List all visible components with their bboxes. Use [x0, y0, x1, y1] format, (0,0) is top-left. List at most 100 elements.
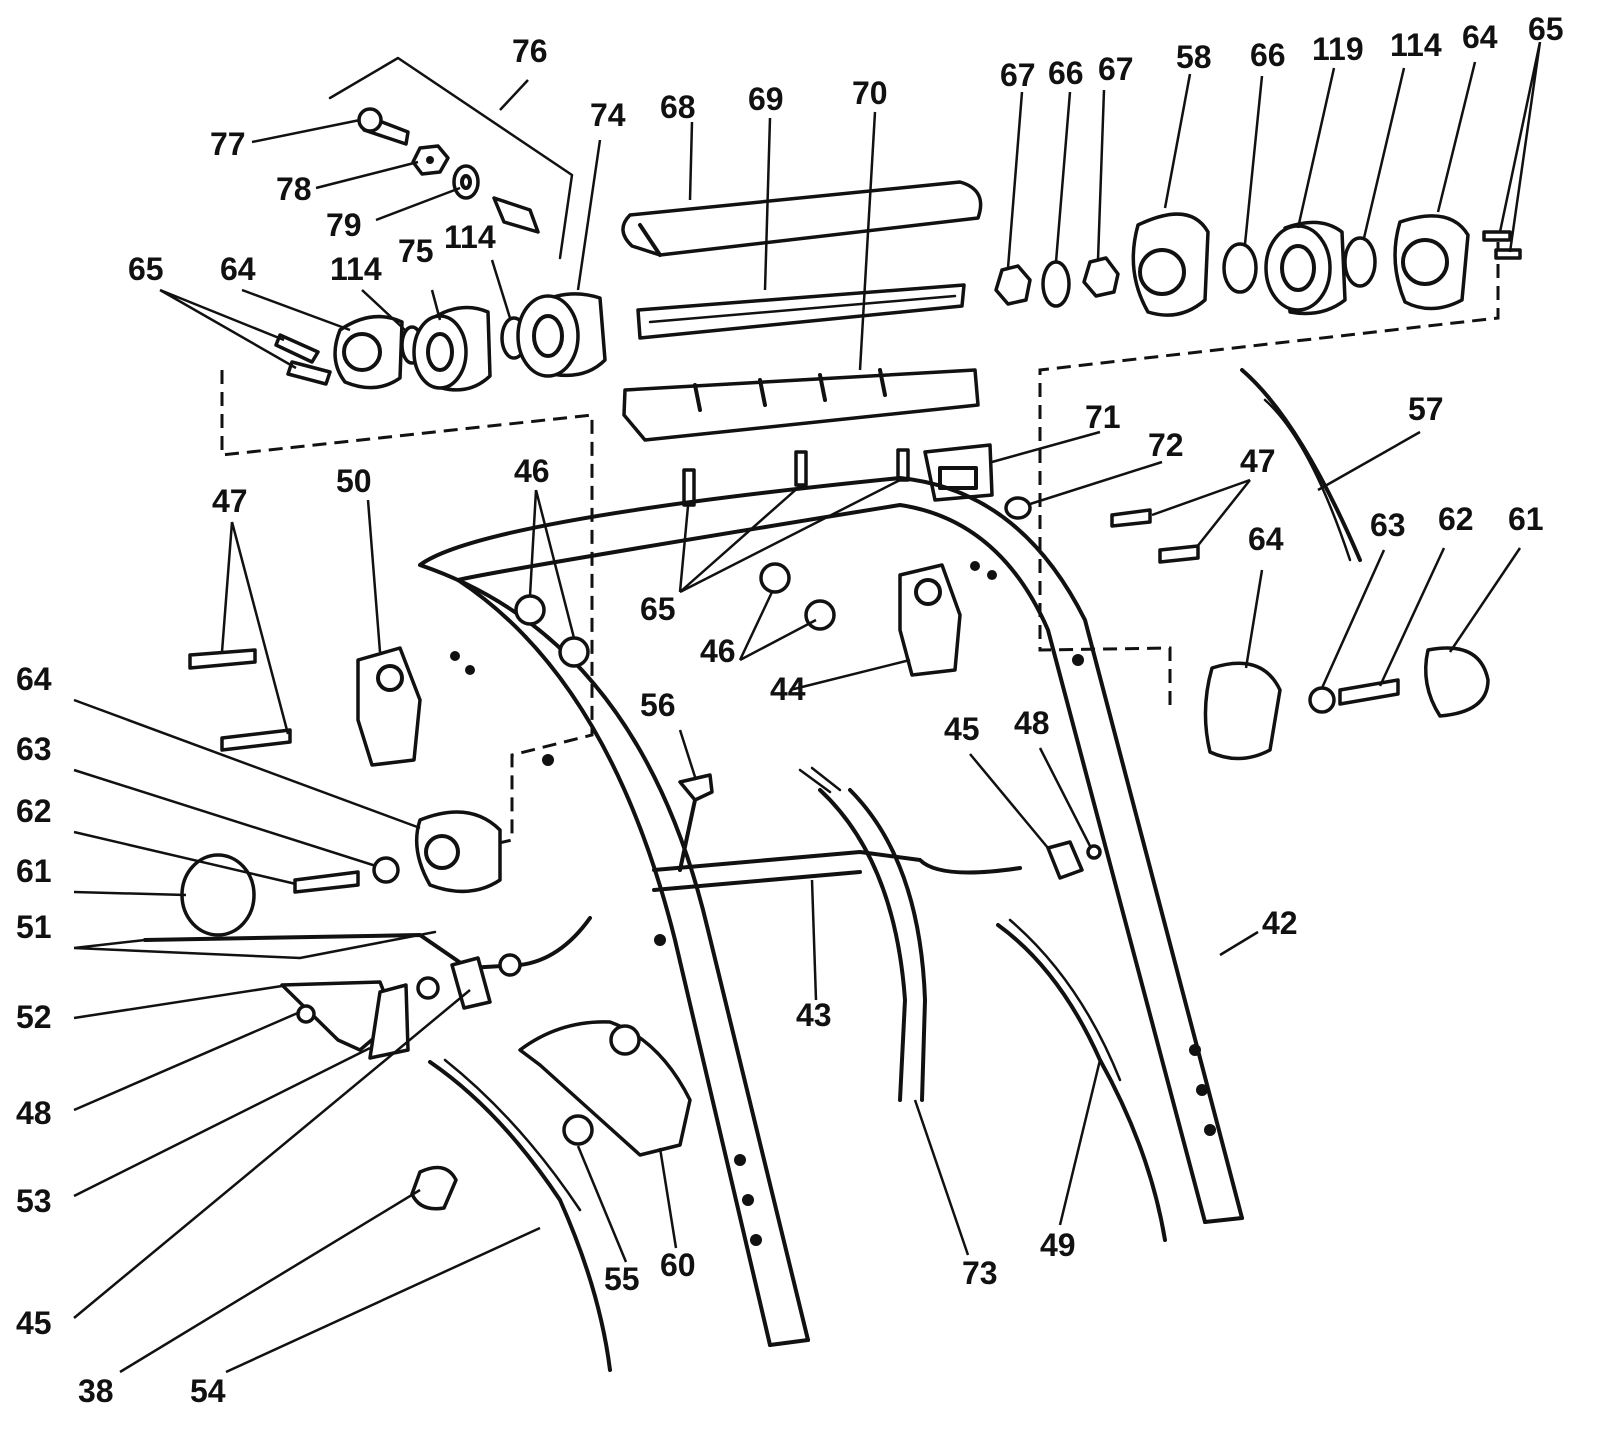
part-63-nut-left — [372, 856, 400, 884]
part-45-clip-left — [416, 953, 522, 1010]
part-43-rod — [652, 850, 1022, 892]
part-78-nut — [411, 144, 450, 176]
part-75-roller — [412, 305, 492, 392]
part-66-washer-a — [1041, 260, 1071, 308]
part-60-mount — [518, 1020, 692, 1157]
part-64-hub-right — [1393, 214, 1470, 311]
callout-51: 51 — [16, 909, 52, 945]
part-68-cover — [621, 180, 983, 257]
part-55-nut — [562, 1114, 594, 1146]
part-58-hub — [1131, 212, 1210, 317]
callout-62-left: 62 — [16, 793, 52, 829]
callout-38: 38 — [78, 1373, 114, 1409]
part-66-washer-b — [1222, 242, 1258, 294]
callout-77: 77 — [210, 126, 246, 162]
callout-54: 54 — [190, 1373, 226, 1409]
callout-47-left: 47 — [212, 483, 248, 519]
callout-45-right: 45 — [944, 711, 980, 747]
callout-61-right: 61 — [1508, 501, 1544, 537]
callout-49: 49 — [1040, 1227, 1076, 1263]
callout-65-left: 65 — [128, 251, 164, 287]
part-114-bearing-right — [1343, 236, 1377, 288]
part-73-wire-harness — [798, 766, 927, 1102]
callout-63-left: 63 — [16, 731, 52, 767]
callout-43: 43 — [796, 997, 832, 1033]
callout-60: 60 — [660, 1247, 696, 1283]
part-61-cap-right — [1424, 646, 1490, 718]
callout-72: 72 — [1148, 427, 1184, 463]
part-62-bolt-right — [1338, 678, 1400, 706]
callout-69: 69 — [748, 81, 784, 117]
part-65-screws-left — [274, 333, 332, 386]
leader-lines — [73, 41, 1542, 1374]
callout-47-right: 47 — [1240, 443, 1276, 479]
callout-64-left-lower: 64 — [16, 661, 52, 697]
part-48-nut-right — [1086, 844, 1102, 860]
callout-71: 71 — [1085, 399, 1121, 435]
callout-114-mid: 114 — [444, 219, 496, 255]
dashed-grouping-lines — [220, 242, 1500, 847]
part-57-cable — [1240, 368, 1362, 562]
part-64-hub-right-lower — [1203, 661, 1282, 761]
callout-44: 44 — [770, 671, 806, 707]
callout-67-a: 67 — [1000, 57, 1036, 93]
callout-63-right: 63 — [1370, 507, 1406, 543]
callout-61-left: 61 — [16, 853, 52, 889]
part-72-washer — [1004, 496, 1032, 520]
callout-74: 74 — [590, 97, 626, 133]
callout-119: 119 — [1312, 31, 1364, 67]
part-76-bracket — [328, 56, 574, 260]
callout-50: 50 — [336, 463, 372, 499]
callout-78: 78 — [276, 171, 312, 207]
callout-79: 79 — [326, 207, 362, 243]
part-63-nut-right — [1308, 686, 1336, 714]
callout-46-mid: 46 — [700, 633, 736, 669]
part-64-hub-left — [333, 314, 404, 390]
callout-65-right: 65 — [1528, 11, 1564, 47]
callout-114-right: 114 — [1390, 27, 1442, 63]
part-74-wheel — [516, 292, 607, 378]
part-67-nut-a — [994, 264, 1032, 306]
part-47-bolts-right — [1110, 508, 1200, 564]
callout-114-left: 114 — [330, 251, 382, 287]
callout-57: 57 — [1408, 391, 1444, 427]
callout-52: 52 — [16, 999, 52, 1035]
callout-62-right: 62 — [1438, 501, 1474, 537]
callout-67-b: 67 — [1098, 51, 1134, 87]
part-67-nut-b — [1082, 256, 1120, 298]
part-54-cable — [428, 1058, 612, 1372]
part-45-clip-right — [1046, 840, 1084, 880]
part-69-rail — [636, 283, 966, 340]
part-76-pin — [492, 196, 540, 234]
part-79-washer — [452, 164, 480, 200]
callout-58: 58 — [1176, 39, 1212, 75]
part-42-handle-frame — [418, 476, 1244, 1347]
callout-65-mid: 65 — [640, 591, 676, 627]
callout-labels: 76 77 78 79 74 65 64 114 75 114 68 69 70… — [16, 11, 1564, 1409]
part-56-bolt — [678, 773, 714, 872]
callout-55: 55 — [604, 1261, 640, 1297]
part-119-wheel — [1264, 220, 1347, 316]
callout-64-right: 64 — [1462, 19, 1498, 55]
callout-56: 56 — [640, 687, 676, 723]
callout-48-left: 48 — [16, 1095, 52, 1131]
part-50-pivot-block-left — [356, 646, 422, 767]
callout-42: 42 — [1262, 905, 1298, 941]
part-38-clip — [410, 1165, 458, 1211]
part-48-nut-left — [296, 1004, 316, 1024]
callout-66-b: 66 — [1250, 37, 1286, 73]
callout-64-left: 64 — [220, 251, 256, 287]
callout-73: 73 — [962, 1255, 998, 1291]
part-64-hub-left-lower — [414, 810, 502, 894]
part-62-bolt-left — [293, 870, 360, 894]
part-44-pivot-block-right — [898, 563, 962, 677]
part-70-housing — [622, 368, 980, 442]
callout-76: 76 — [512, 33, 548, 69]
part-49-cable — [996, 918, 1167, 1242]
callout-70: 70 — [852, 75, 888, 111]
part-53-bracket — [368, 983, 410, 1060]
part-51-lever-wire — [143, 916, 592, 970]
part-65-screws-right — [1482, 230, 1522, 260]
callout-46-top: 46 — [514, 453, 550, 489]
